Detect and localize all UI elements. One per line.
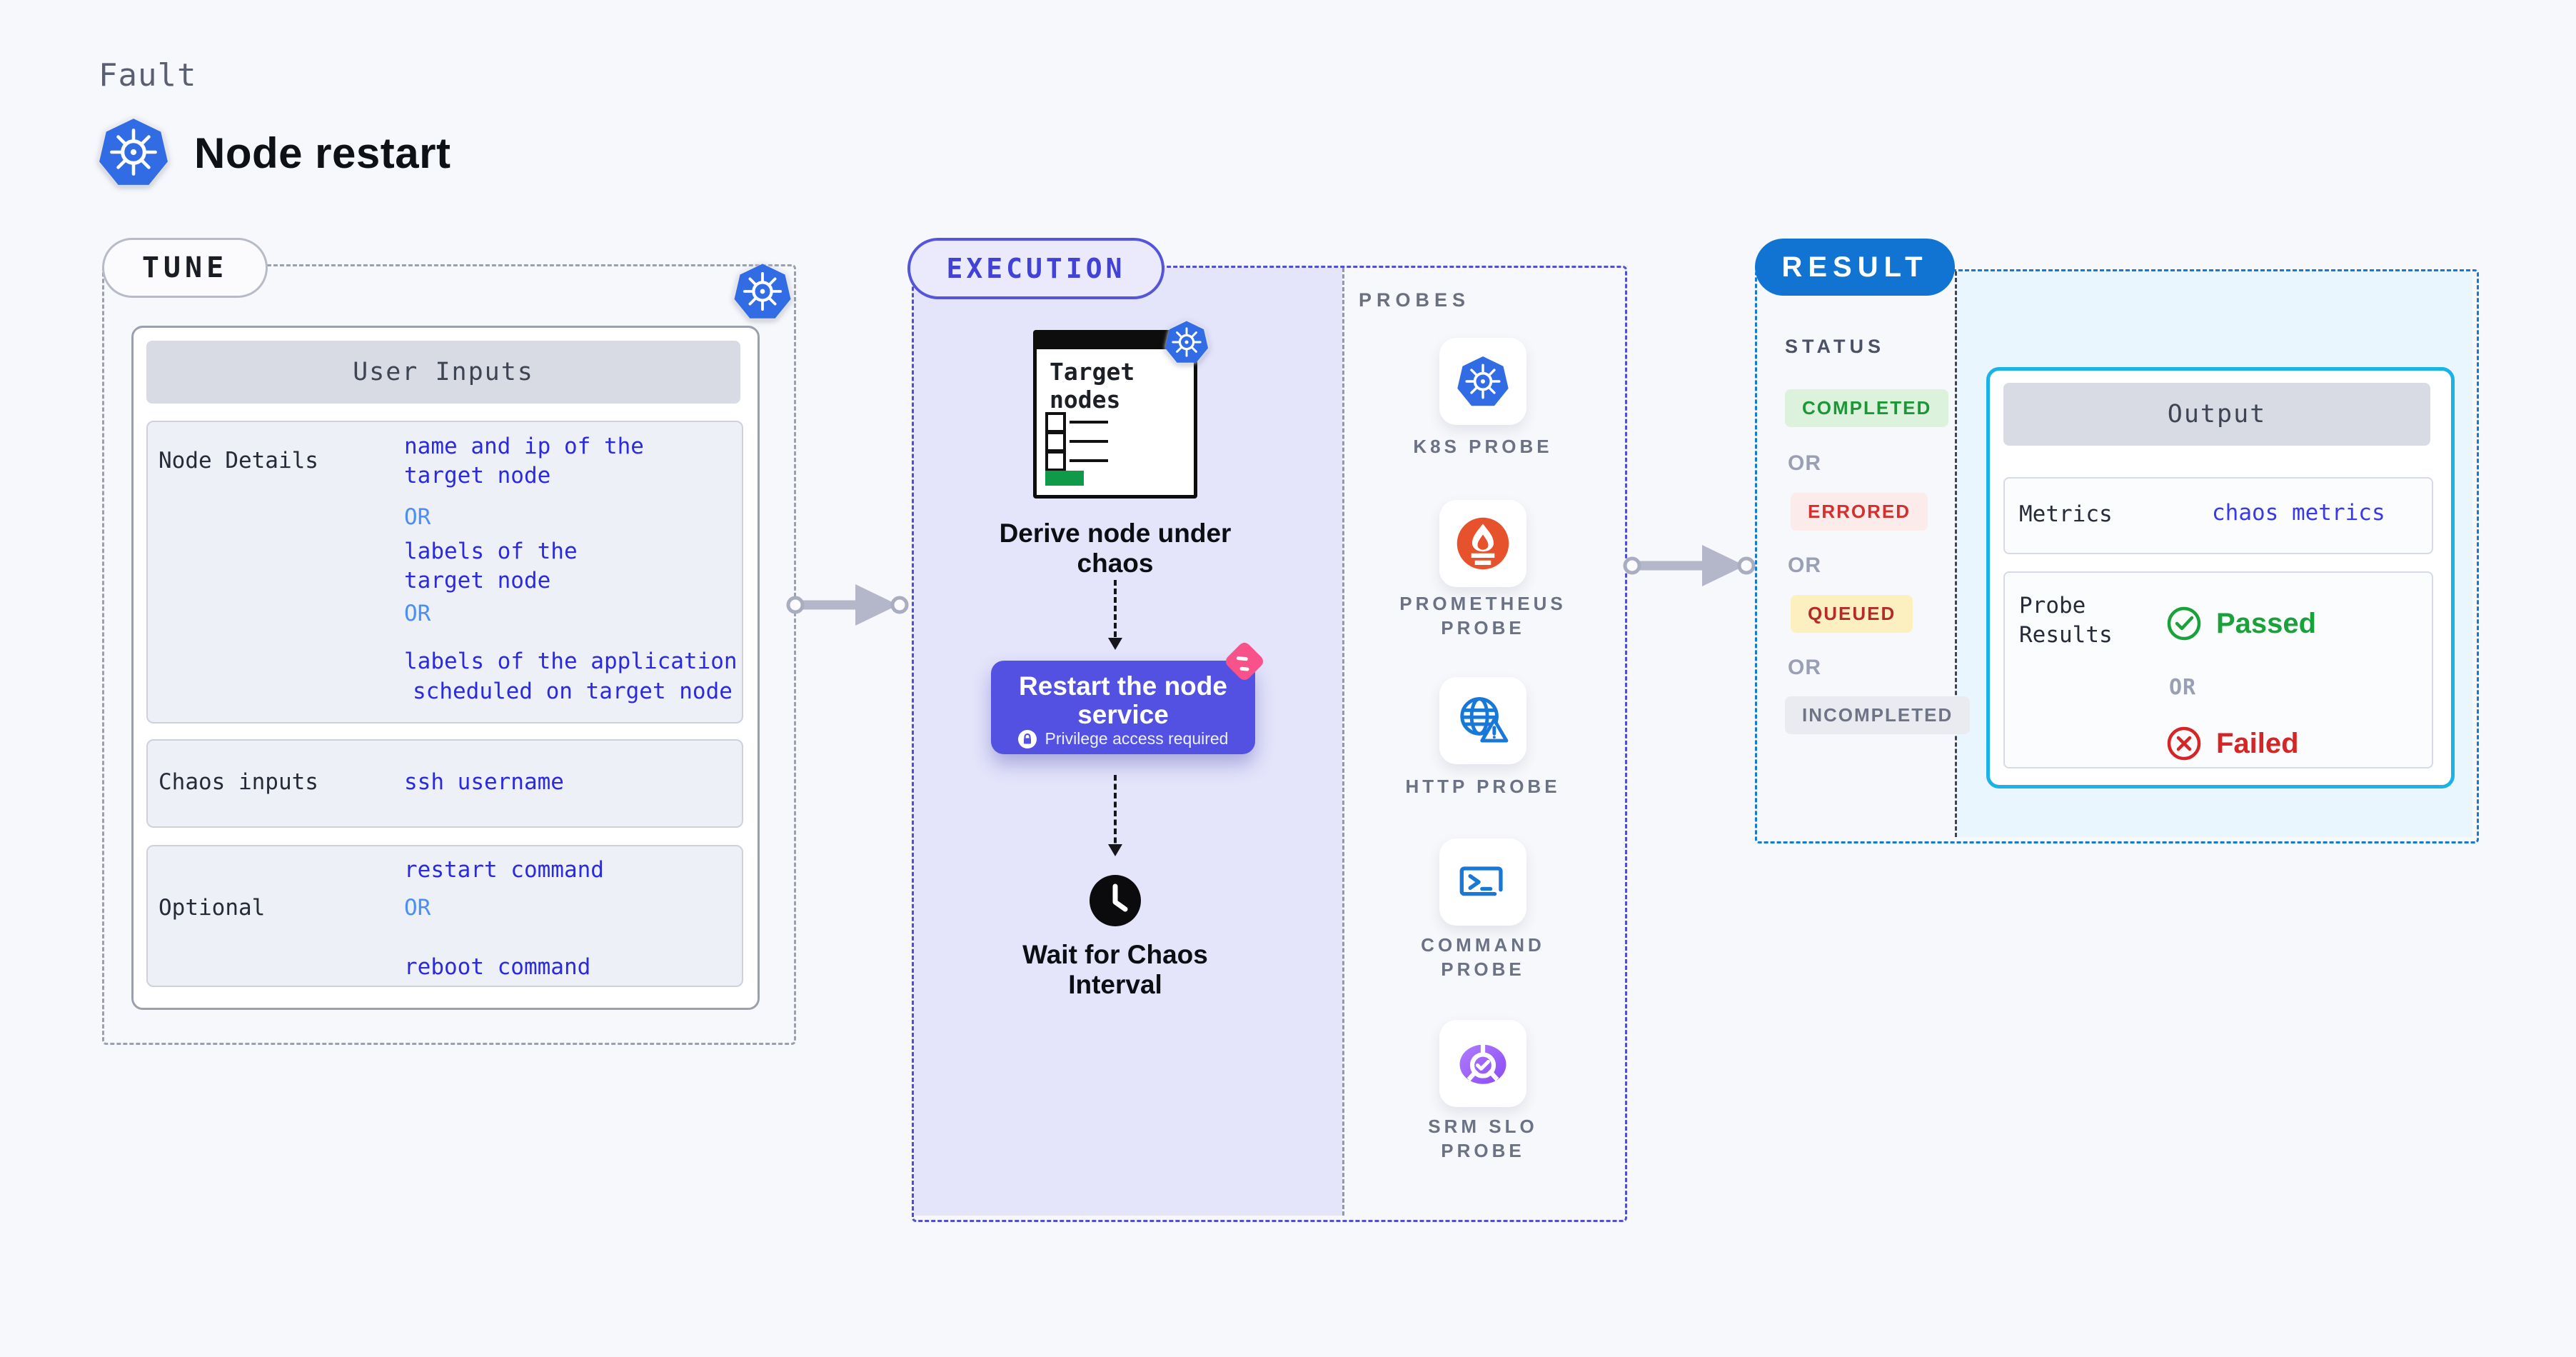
status-badge-errored: ERRORED (1791, 493, 1928, 531)
row-value: name and ip of the (404, 434, 644, 459)
probe-results-line2: Results (2019, 622, 2113, 648)
row-value: target node (404, 463, 551, 489)
or-separator: OR (404, 895, 431, 921)
target-nodes-card: Target nodes (1033, 330, 1197, 499)
checkbox-icon (1045, 451, 1066, 471)
passed-label: Passed (2216, 608, 2317, 639)
output-probe-row (2003, 571, 2433, 768)
http-globe-icon (1460, 697, 1509, 743)
status-title: STATUS (1785, 336, 1885, 357)
output-header: Output (2003, 383, 2430, 446)
row-value: target node (404, 568, 551, 594)
restart-line1: Restart the node (1019, 671, 1227, 701)
result-divider (1955, 271, 1957, 837)
probes-title: PROBES (1359, 289, 1471, 311)
row-label: Chaos inputs (159, 769, 318, 795)
probe-card-http (1439, 677, 1526, 764)
probes-divider (1342, 268, 1344, 1216)
probe-label-command: COMMAND PROBE (1421, 934, 1545, 980)
row-label: Node Details (159, 448, 318, 474)
kubernetes-icon (1456, 354, 1510, 409)
status-badge-incompleted: INCOMPLETED (1785, 696, 1971, 734)
derive-step-label: Derive node under chaos (987, 519, 1244, 579)
or-separator: OR (404, 504, 431, 530)
checkbox-icon (1045, 412, 1066, 433)
status-badge-completed: COMPLETED (1785, 389, 1949, 427)
or-separator: OR (1788, 451, 1821, 475)
probe-card-srm (1439, 1020, 1526, 1107)
checkbox-line (1070, 440, 1108, 443)
probe-card-k8s (1439, 338, 1526, 425)
target-card-titlebar (1037, 334, 1194, 349)
probe-results-line1: Probe (2019, 593, 2086, 619)
result-section (1755, 269, 2479, 843)
row-value: labels of the application (404, 649, 738, 674)
prometheus-icon (1456, 517, 1509, 570)
privilege-note: Privilege access required (1045, 729, 1229, 748)
checkbox-line (1070, 421, 1108, 424)
target-card-title-line1: Target (1050, 358, 1135, 386)
probe-card-prometheus (1439, 500, 1526, 587)
or-separator: OR (1788, 554, 1821, 577)
kubernetes-icon (1164, 319, 1209, 366)
lock-icon (1017, 729, 1037, 748)
derive-step-line2: chaos (1077, 549, 1154, 578)
kubernetes-icon (733, 260, 793, 323)
x-circle-icon (2167, 726, 2201, 761)
clock-icon (1090, 875, 1141, 926)
row-label: Optional (159, 895, 266, 921)
tune-section (102, 264, 796, 1045)
probe-label-srm: SRM SLO PROBE (1428, 1116, 1538, 1161)
user-inputs-header: User Inputs (146, 341, 740, 404)
or-separator: OR (1788, 656, 1821, 679)
target-green-button (1045, 471, 1084, 486)
restart-line2: service (1077, 700, 1169, 729)
restart-node-service-step: Restart the node service Privilege acces… (991, 661, 1255, 754)
or-separator: OR (404, 601, 431, 626)
kubernetes-icon (97, 114, 170, 190)
row-value: scheduled on target node (413, 678, 733, 704)
status-badge-queued: QUEUED (1791, 595, 1913, 633)
row-optional (146, 845, 743, 987)
wait-step-line1: Wait for Chaos (1022, 940, 1208, 969)
page-title: Node restart (194, 129, 451, 177)
checkbox-icon (1045, 431, 1066, 452)
probe-label-http: HTTP PROBE (1405, 776, 1561, 797)
probe-card-command (1439, 838, 1526, 926)
output-metrics-row (2003, 477, 2433, 554)
check-circle-icon (2167, 606, 2201, 641)
checkbox-line (1070, 459, 1108, 462)
wait-step-label: Wait for Chaos Interval (987, 940, 1244, 1000)
down-arrow (1108, 775, 1122, 856)
probe-results-label: Probe Results (2019, 591, 2113, 650)
fault-eyebrow: Fault (99, 57, 197, 94)
row-value: ssh username (404, 769, 564, 795)
probe-label-prometheus: PROMETHEUS PROBE (1399, 593, 1566, 639)
row-node-details (146, 421, 743, 723)
or-separator: OR (2169, 675, 2197, 700)
execution-pill: EXECUTION (907, 238, 1164, 299)
execution-section (912, 266, 1627, 1222)
down-arrow (1108, 580, 1122, 650)
derive-step-line1: Derive node under (999, 519, 1232, 548)
flow-arrow (1623, 545, 1756, 586)
probe-label-k8s: K8S PROBE (1413, 436, 1553, 457)
slo-gauge-icon (1459, 1043, 1506, 1084)
target-card-title-line2: nodes (1050, 386, 1121, 414)
flow-arrow (786, 584, 909, 626)
wait-step-line2: Interval (1068, 970, 1162, 999)
row-value: restart command (404, 857, 604, 883)
failed-label: Failed (2216, 728, 2299, 759)
tune-pill: TUNE (102, 238, 268, 298)
result-pill: RESULT (1755, 239, 1955, 296)
row-value: reboot command (404, 954, 591, 980)
metrics-value: chaos metrics (2212, 500, 2385, 526)
row-chaos-inputs (146, 739, 743, 828)
row-value: labels of the (404, 539, 578, 564)
terminal-icon (1459, 866, 1503, 896)
metrics-label: Metrics (2019, 501, 2113, 527)
